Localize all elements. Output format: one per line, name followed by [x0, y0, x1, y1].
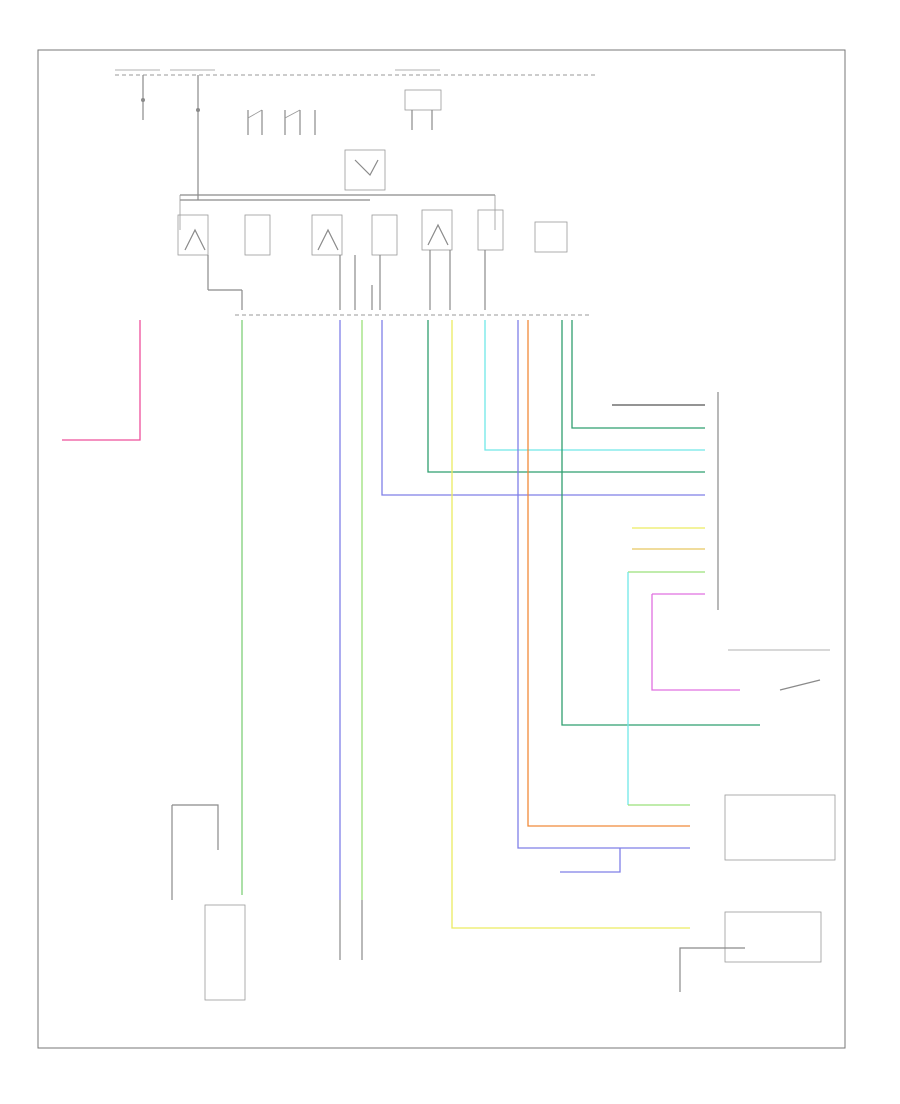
right-lower-components [560, 649, 836, 992]
engine-control-module [612, 392, 740, 806]
relay-contacts [177, 209, 568, 256]
top-switch-group [247, 109, 316, 135]
starter-relay-box [404, 89, 442, 130]
diagram-border [37, 49, 846, 1049]
fuse-stack-left [141, 75, 200, 200]
cyan-wire-module [484, 320, 705, 451]
pink-wire [62, 320, 141, 441]
relay-bus [179, 194, 496, 230]
bottom-left-sensor [171, 804, 246, 1001]
yellow-wire [451, 320, 690, 929]
relay-lower-connections [207, 250, 486, 310]
bottom-center-sensor [339, 900, 363, 960]
green-wire-module [427, 320, 705, 473]
teal-wire-module [571, 320, 705, 429]
blue-wire-module [381, 320, 705, 496]
central-relay [344, 149, 386, 191]
dark-green-wire [561, 320, 760, 726]
power-bus [115, 69, 595, 76]
blue-wire-lower-right [517, 320, 690, 849]
orange-wire [527, 320, 690, 827]
